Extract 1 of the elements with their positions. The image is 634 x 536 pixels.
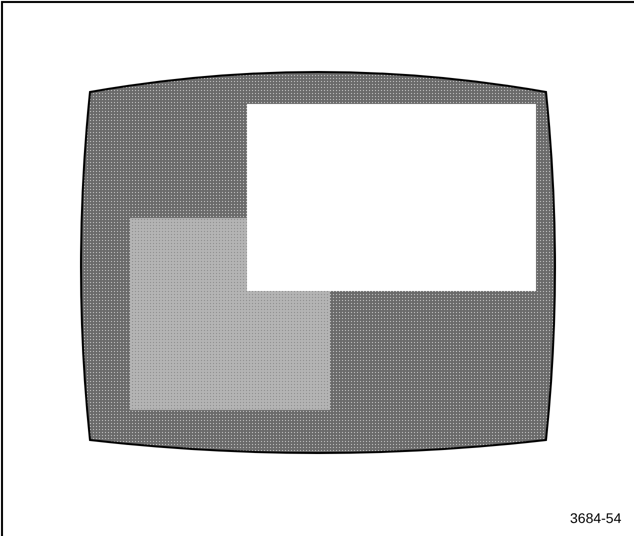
figure-number: 3684-54 <box>570 510 622 526</box>
